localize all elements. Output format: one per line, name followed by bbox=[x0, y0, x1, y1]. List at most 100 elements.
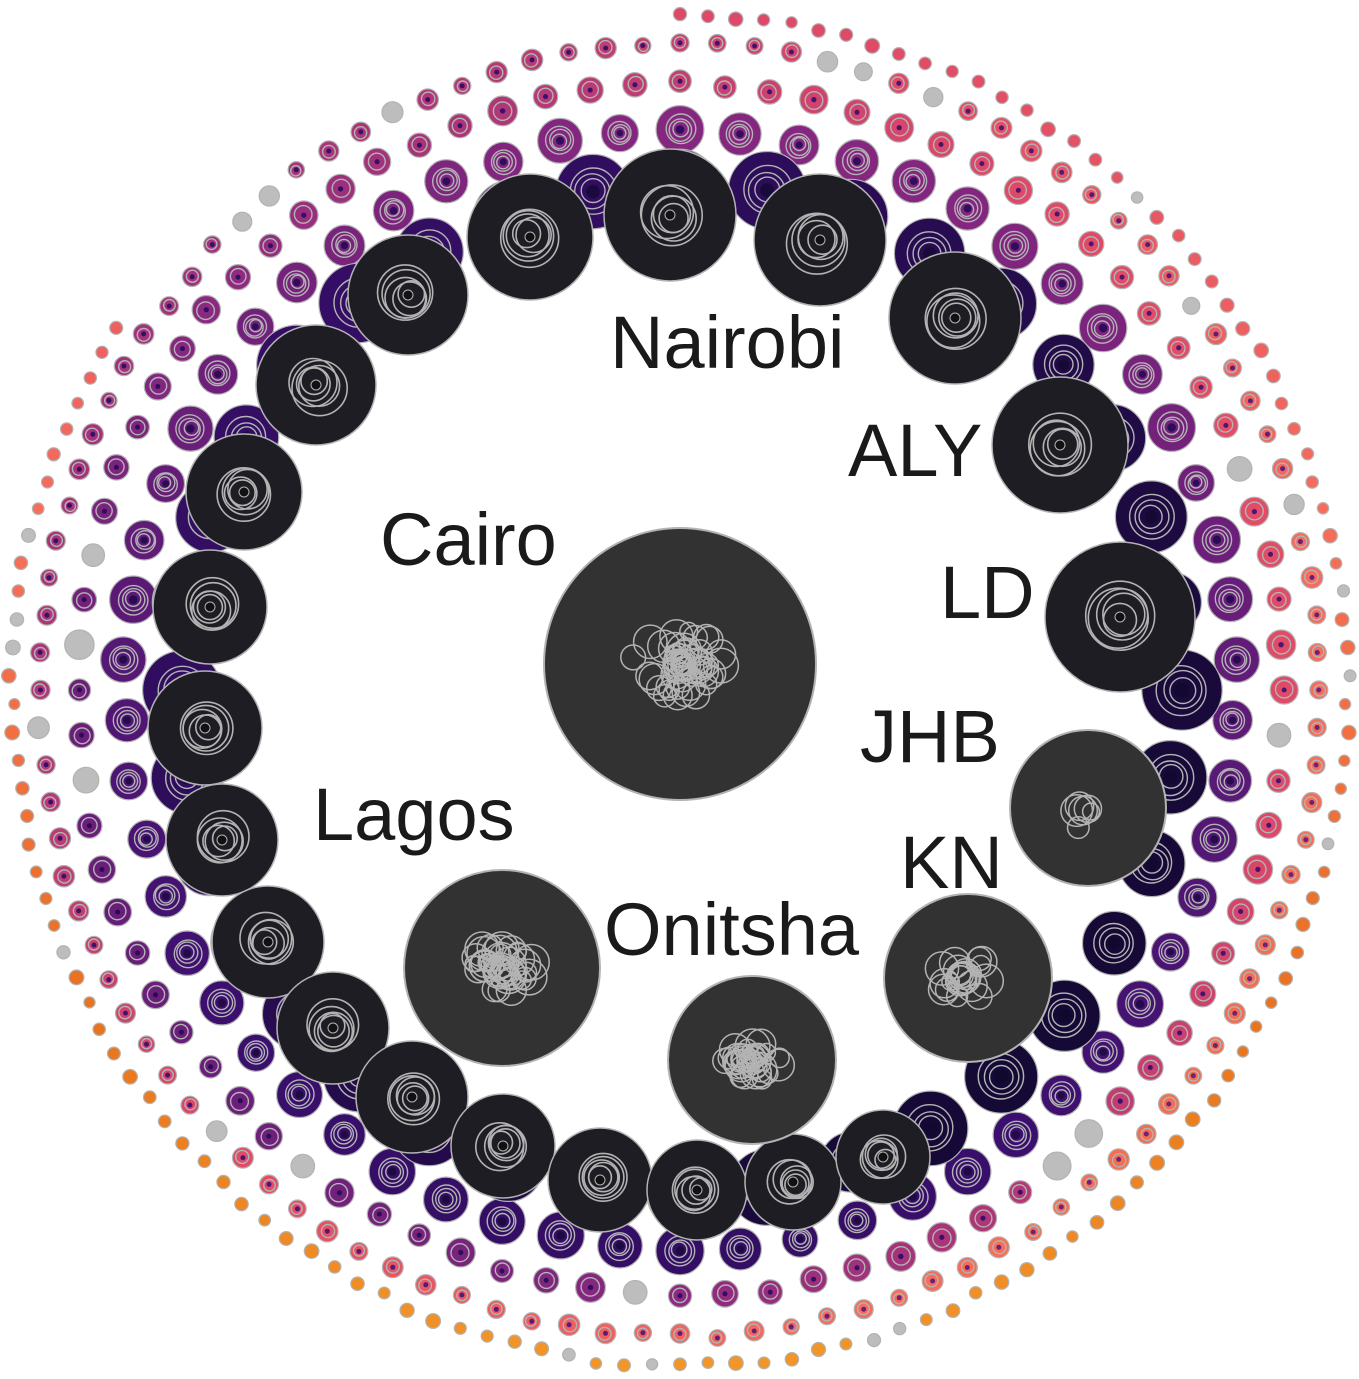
ring4-subnode bbox=[1163, 669, 1203, 710]
ring2-subnode bbox=[1274, 679, 1294, 699]
ring3-subnode bbox=[211, 991, 234, 1014]
ring1-subnode bbox=[64, 500, 77, 513]
ring2-node bbox=[72, 766, 100, 794]
label-kn: KN bbox=[900, 821, 1003, 904]
ring1-core bbox=[752, 43, 758, 49]
ring3-subnode bbox=[249, 1046, 263, 1060]
cluster-member bbox=[756, 1042, 777, 1063]
ring3-subnode bbox=[153, 472, 179, 497]
cluster-member bbox=[693, 623, 720, 651]
ring0-node bbox=[1168, 1134, 1185, 1151]
ring3-subnode bbox=[846, 149, 869, 172]
ring3-core bbox=[736, 1245, 745, 1253]
ring1-core bbox=[76, 908, 82, 914]
city-subcircle bbox=[581, 1155, 625, 1199]
ring1-subnode bbox=[289, 164, 302, 177]
cluster-member bbox=[482, 941, 520, 979]
ring3-subnode bbox=[435, 1187, 458, 1211]
ring2-subnode bbox=[203, 1058, 220, 1074]
city-subcircle bbox=[785, 212, 849, 275]
city-subcircle bbox=[1084, 580, 1156, 652]
ring1-core bbox=[141, 331, 147, 337]
ring0-node bbox=[1109, 1195, 1126, 1212]
ring3-subnode bbox=[1205, 831, 1222, 848]
ring0-node bbox=[1305, 475, 1319, 489]
ring2-core bbox=[416, 1232, 422, 1238]
ring3-subnode bbox=[244, 1040, 269, 1065]
ring4-core bbox=[1163, 770, 1177, 784]
city-subcircle bbox=[196, 593, 224, 621]
cluster-member bbox=[1066, 816, 1090, 840]
ring3-subnode bbox=[156, 473, 176, 493]
city-subcircle bbox=[515, 216, 553, 254]
ring2-core bbox=[898, 1253, 904, 1260]
ring2-subnode bbox=[1215, 946, 1232, 963]
ring1-subnode bbox=[321, 144, 336, 159]
ring1-core bbox=[106, 398, 112, 403]
ring0-node bbox=[1322, 527, 1338, 544]
ring1-core bbox=[1058, 1204, 1064, 1210]
ring4-subnode bbox=[1155, 664, 1207, 717]
ring0-node bbox=[40, 475, 55, 489]
ring1-subnode bbox=[1140, 1127, 1154, 1142]
ring3-subnode bbox=[1205, 528, 1229, 553]
ring1-core bbox=[121, 363, 127, 369]
ring3-subnode bbox=[135, 530, 156, 551]
ring2-core bbox=[81, 597, 87, 603]
city-core bbox=[204, 601, 216, 613]
city-subcircle bbox=[475, 1121, 525, 1172]
ring3-subnode bbox=[1218, 588, 1241, 612]
ring1-core bbox=[714, 1335, 720, 1341]
ring2-core bbox=[180, 346, 185, 352]
cluster-member bbox=[1081, 802, 1101, 821]
ring3-subnode bbox=[1191, 889, 1206, 904]
city-subcircle bbox=[924, 287, 987, 350]
ring0-node bbox=[1274, 396, 1289, 411]
ring3-subnode bbox=[290, 1085, 307, 1102]
ring0-node bbox=[350, 1276, 365, 1291]
city-core bbox=[877, 1151, 889, 1163]
ring3-core bbox=[214, 370, 222, 378]
ring3-subnode bbox=[176, 941, 199, 964]
ring2-subnode bbox=[108, 901, 127, 921]
ring0-node bbox=[29, 865, 43, 879]
ring3-core bbox=[1057, 1091, 1066, 1100]
city-core bbox=[497, 1140, 509, 1152]
ring3-subnode bbox=[1090, 1038, 1118, 1066]
ring2-core bbox=[416, 142, 422, 148]
ring3-core bbox=[1212, 535, 1222, 544]
ring3-core bbox=[556, 136, 564, 145]
ring2-core bbox=[99, 867, 105, 872]
ring0-node bbox=[1067, 134, 1082, 149]
ring2-subnode bbox=[1247, 859, 1267, 880]
ring3-subnode bbox=[905, 173, 921, 190]
ring3-subnode bbox=[732, 125, 748, 141]
city-subcircle bbox=[861, 1134, 907, 1180]
ring1-subnode bbox=[43, 796, 57, 810]
ring3-subnode bbox=[246, 1042, 266, 1062]
ring4-core bbox=[1058, 1009, 1071, 1023]
ring0-node bbox=[47, 919, 61, 932]
ring1-core bbox=[1166, 273, 1172, 279]
ring3-subnode bbox=[115, 651, 132, 668]
ring0-node bbox=[1066, 1230, 1079, 1243]
ring3-subnode bbox=[439, 173, 455, 189]
ring0-node bbox=[109, 320, 124, 335]
ring3-subnode bbox=[613, 126, 627, 140]
ring1-core bbox=[356, 1248, 362, 1254]
ring1-subnode bbox=[1257, 937, 1272, 952]
ring1-subnode bbox=[785, 44, 799, 59]
ring0-node bbox=[672, 6, 688, 22]
ring2-core bbox=[854, 109, 860, 115]
ring1-subnode bbox=[1112, 213, 1125, 226]
ring2-subnode bbox=[196, 301, 216, 321]
ring1-subnode bbox=[1299, 833, 1312, 846]
ring1-subnode bbox=[1227, 1006, 1242, 1021]
cluster-member bbox=[702, 647, 740, 684]
ring1-subnode bbox=[598, 39, 613, 55]
ring3-core bbox=[293, 278, 301, 287]
ring2-core bbox=[1276, 596, 1282, 602]
ring2-core bbox=[1176, 345, 1182, 351]
ring1-subnode bbox=[185, 269, 200, 283]
ring1-node bbox=[923, 86, 944, 108]
